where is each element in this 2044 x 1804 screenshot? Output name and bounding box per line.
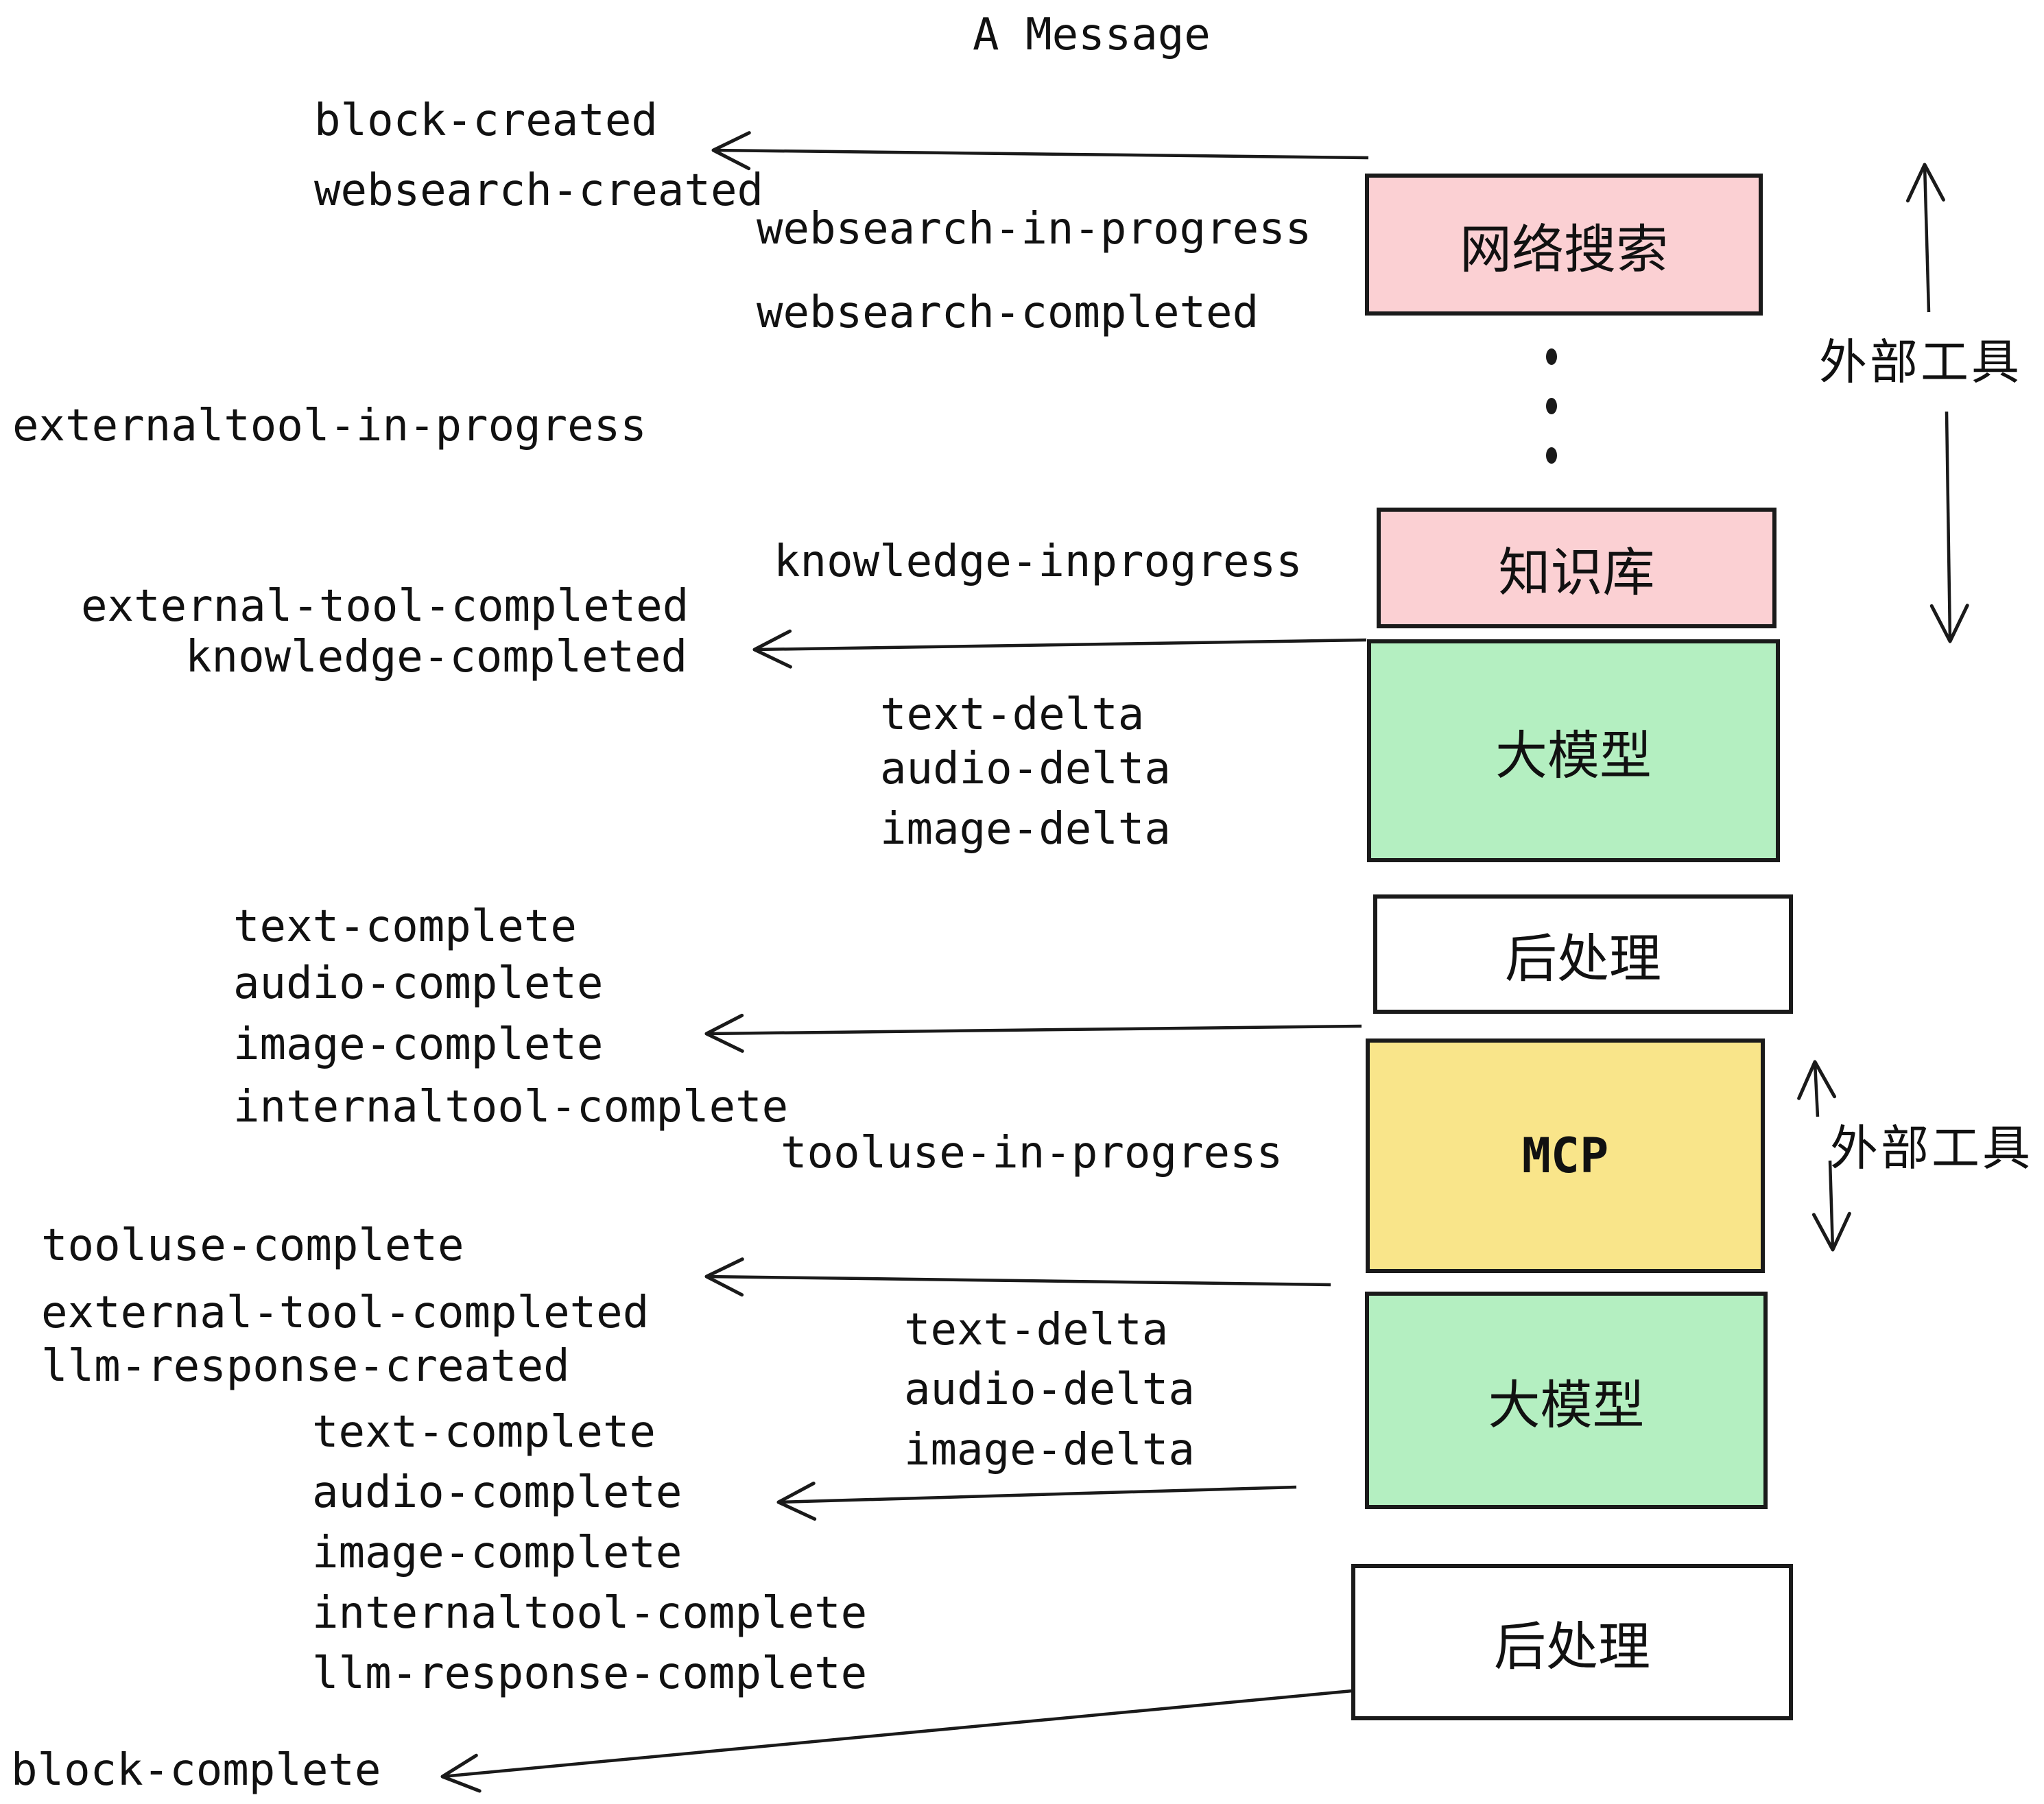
- ellipsis-dot: [1546, 447, 1557, 464]
- event-image-complete-2: image-complete: [312, 1528, 682, 1578]
- event-externaltool-in-progress: externaltool-in-progress: [12, 401, 647, 451]
- event-audio-delta-1: audio-delta: [880, 744, 1171, 794]
- event-text-complete-2: text-complete: [312, 1407, 656, 1458]
- ellipsis-dot: [1546, 348, 1557, 365]
- arrow-external-tools-up-2: [1797, 1060, 1837, 1117]
- event-llm-response-complete: llm-response-complete: [312, 1648, 868, 1699]
- event-text-delta-1: text-delta: [880, 689, 1145, 740]
- arrow-external-tools-up-1: [1905, 163, 1945, 313]
- event-tooluse-complete: tooluse-complete: [41, 1220, 464, 1271]
- event-block-created: block-created: [314, 95, 658, 146]
- event-websearch-completed: websearch-completed: [757, 287, 1259, 338]
- arrow-tooluse-complete: [704, 1257, 1331, 1297]
- box-label-knowledge: 知识库: [1498, 542, 1655, 603]
- event-image-complete-1: image-complete: [233, 1019, 604, 1070]
- diagram-title: A Message: [973, 10, 1211, 60]
- side-label-external-tools-mcp: 外部工具: [1830, 1120, 2033, 1176]
- arrow-external-tools-down-1: [1929, 411, 1969, 643]
- box-knowledge: 知识库: [1377, 508, 1776, 628]
- box-post-2: 后处理: [1351, 1564, 1793, 1720]
- arrow-image-complete: [704, 1013, 1362, 1053]
- box-mcp: MCP: [1366, 1039, 1765, 1273]
- event-block-complete: block-complete: [11, 1745, 381, 1796]
- box-label-websearch: 网络搜索: [1460, 218, 1668, 280]
- event-internaltool-complete-2: internaltool-complete: [312, 1588, 868, 1639]
- box-websearch: 网络搜索: [1365, 174, 1763, 316]
- arrow-external-tools-down-2: [1811, 1160, 1851, 1252]
- event-text-complete-1: text-complete: [233, 901, 577, 952]
- event-websearch-created: websearch-created: [314, 165, 764, 216]
- event-external-tool-completed-1: external-tool-completed: [81, 581, 689, 632]
- event-external-tool-completed-2: external-tool-completed: [41, 1287, 650, 1338]
- box-label-post-2: 后处理: [1494, 1616, 1650, 1677]
- ellipsis-dot: [1546, 398, 1557, 414]
- event-knowledge-completed: knowledge-completed: [185, 632, 688, 683]
- side-label-external-tools-top: 外部工具: [1819, 334, 2022, 390]
- arrow-websearch-created: [711, 131, 1369, 171]
- event-image-delta-1: image-delta: [880, 804, 1171, 855]
- box-llm-1: 大模型: [1367, 639, 1780, 862]
- event-websearch-in-progress: websearch-in-progress: [757, 204, 1312, 254]
- box-llm-2: 大模型: [1365, 1292, 1768, 1509]
- event-text-delta-2: text-delta: [904, 1305, 1169, 1355]
- arrow-knowledge-completed: [752, 629, 1367, 669]
- event-audio-delta-2: audio-delta: [904, 1364, 1195, 1415]
- event-audio-complete-2: audio-complete: [312, 1467, 682, 1518]
- box-label-llm-2: 大模型: [1488, 1374, 1645, 1436]
- event-image-delta-2: image-delta: [904, 1425, 1195, 1475]
- box-label-mcp: MCP: [1521, 1128, 1609, 1184]
- box-label-post-1: 后处理: [1505, 928, 1661, 989]
- box-post-1: 后处理: [1373, 894, 1793, 1014]
- event-knowledge-inprogress: knowledge-inprogress: [774, 536, 1303, 587]
- arrow-audio-complete: [776, 1481, 1297, 1521]
- event-internaltool-complete-1: internaltool-complete: [233, 1082, 789, 1132]
- arrow-block-complete: [440, 1689, 1353, 1793]
- box-label-llm-1: 大模型: [1495, 724, 1652, 786]
- event-audio-complete-1: audio-complete: [233, 958, 604, 1009]
- event-tooluse-in-progress: tooluse-in-progress: [781, 1128, 1283, 1178]
- event-llm-response-created: llm-response-created: [41, 1341, 570, 1392]
